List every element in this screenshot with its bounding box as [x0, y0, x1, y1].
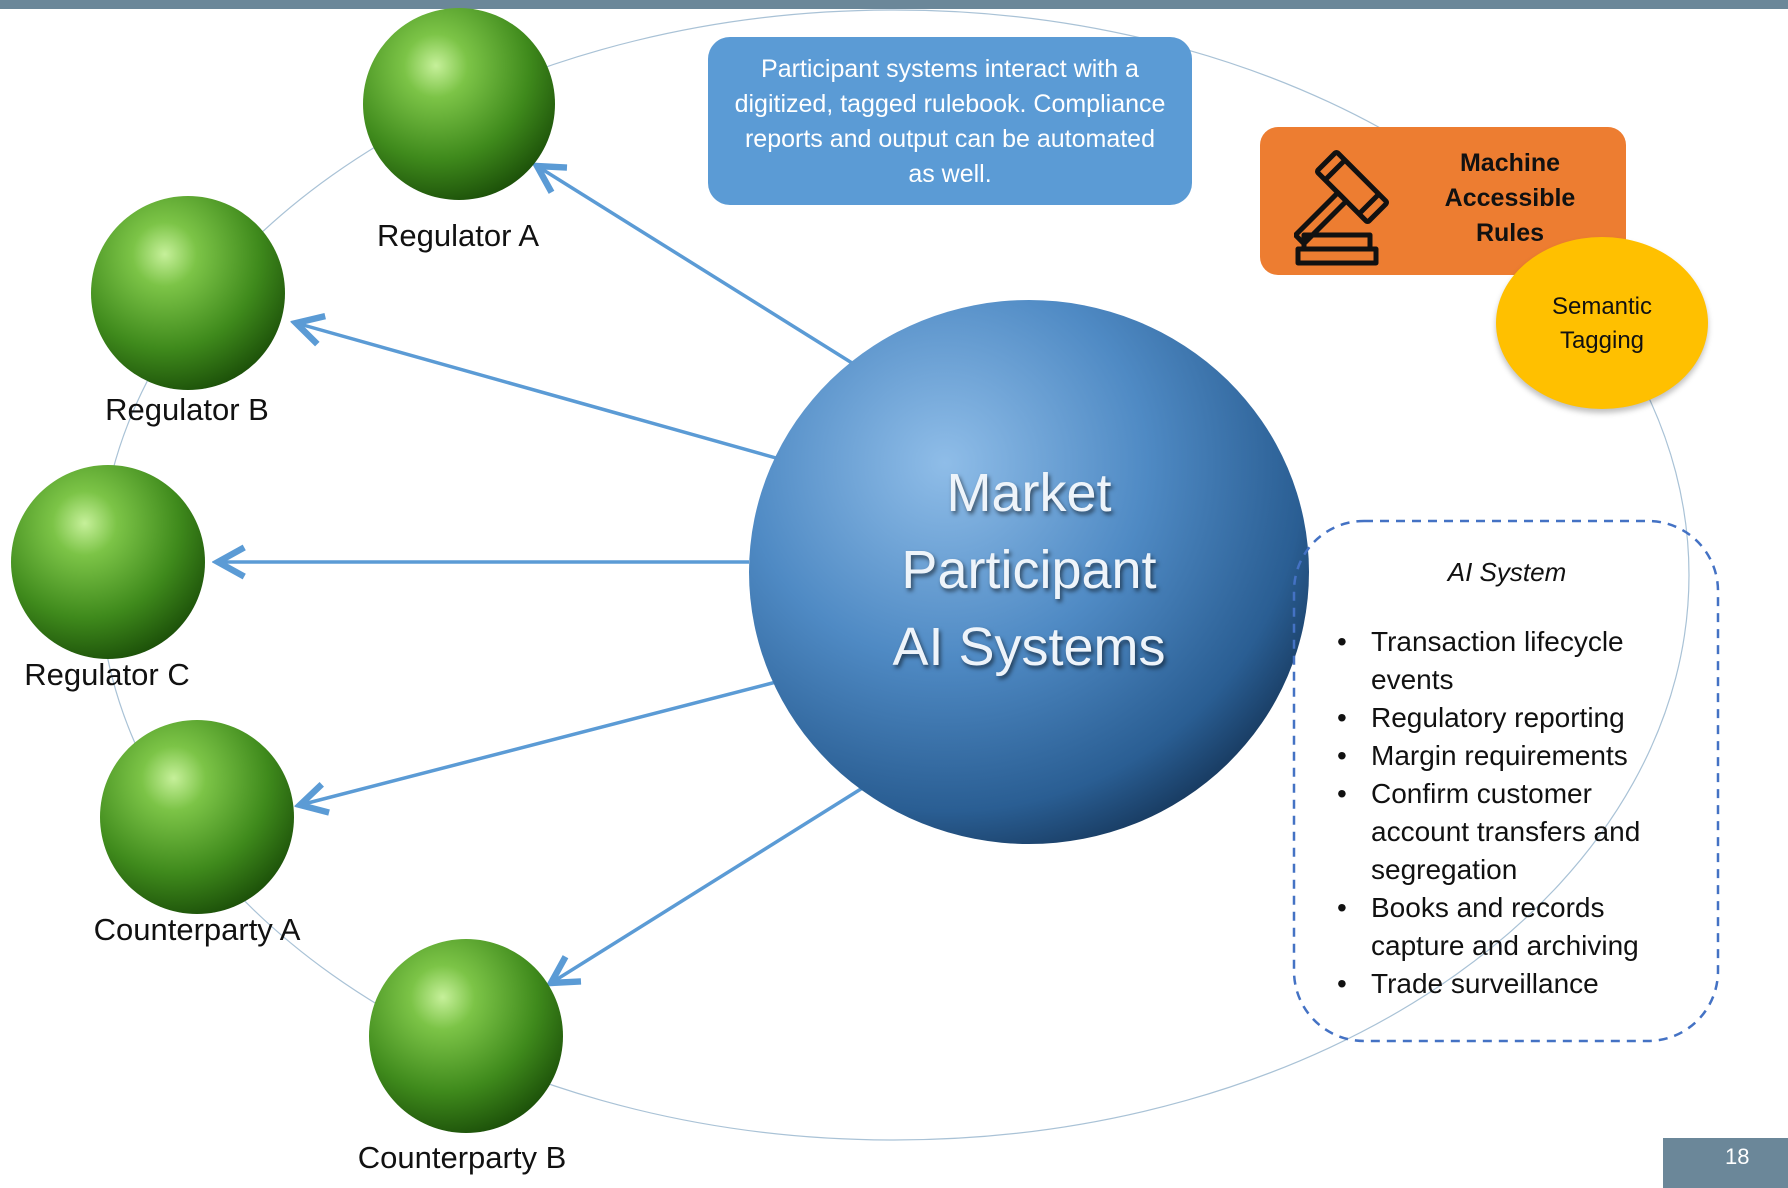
arrow-to-regulator-b [296, 323, 777, 460]
regulator-a-label: Regulator A [377, 218, 539, 253]
ai-system-list: Transaction lifecycle events Regulatory … [1325, 623, 1685, 1003]
list-item: Margin requirements [1325, 737, 1685, 775]
regulator-b-label: Regulator B [105, 392, 269, 427]
semantic-tagging-label: Semantic Tagging [1496, 290, 1708, 358]
regulator-b-node [91, 196, 285, 390]
center-title-line1: Market [946, 463, 1112, 523]
info-box: Participant systems interact with a digi… [708, 37, 1192, 205]
rules-label-line2: Accessible [1444, 184, 1576, 212]
counterparty-a-label: Counterparty A [93, 912, 301, 947]
gavel-icon [1294, 149, 1390, 266]
counterparty-a-node [100, 720, 294, 914]
counterparty-b-node [369, 939, 563, 1133]
info-box-text: Participant systems interact with a digi… [734, 55, 1166, 188]
top-bar [0, 0, 1788, 9]
arrow-to-counterparty-b [551, 775, 881, 983]
ai-system-title: AI System [1447, 557, 1567, 587]
list-item: Regulatory reporting [1325, 699, 1685, 737]
regulator-c-label: Regulator C [24, 657, 190, 692]
rules-label-line1: Machine [1459, 149, 1561, 177]
list-item: Trade surveillance [1325, 965, 1685, 1003]
arrow-to-regulator-a [537, 166, 861, 370]
regulator-c-node [11, 465, 205, 659]
semantic-tagging-line2: Tagging [1559, 327, 1645, 354]
regulator-a-node [363, 8, 555, 200]
counterparty-b-label: Counterparty B [357, 1140, 567, 1175]
center-title-line2: Participant [901, 540, 1157, 600]
list-item: Transaction lifecycle events [1325, 623, 1685, 699]
list-item: Confirm customer account transfers and s… [1325, 775, 1685, 889]
rules-label: Machine Accessible Rules [1430, 146, 1590, 251]
semantic-tagging-line1: Semantic [1551, 293, 1653, 320]
list-item: Books and records capture and archiving [1325, 889, 1685, 965]
rules-label-line3: Rules [1475, 219, 1545, 247]
page-number: 18 [1725, 1144, 1750, 1169]
ai-system-box [1292, 519, 1720, 1043]
arrow-to-counterparty-a [300, 679, 781, 805]
center-title-line3: AI Systems [892, 617, 1166, 677]
semantic-tagging-circle [1496, 237, 1708, 409]
center-title: Market Participant AI Systems [839, 455, 1219, 686]
market-participant-sphere [749, 300, 1309, 844]
